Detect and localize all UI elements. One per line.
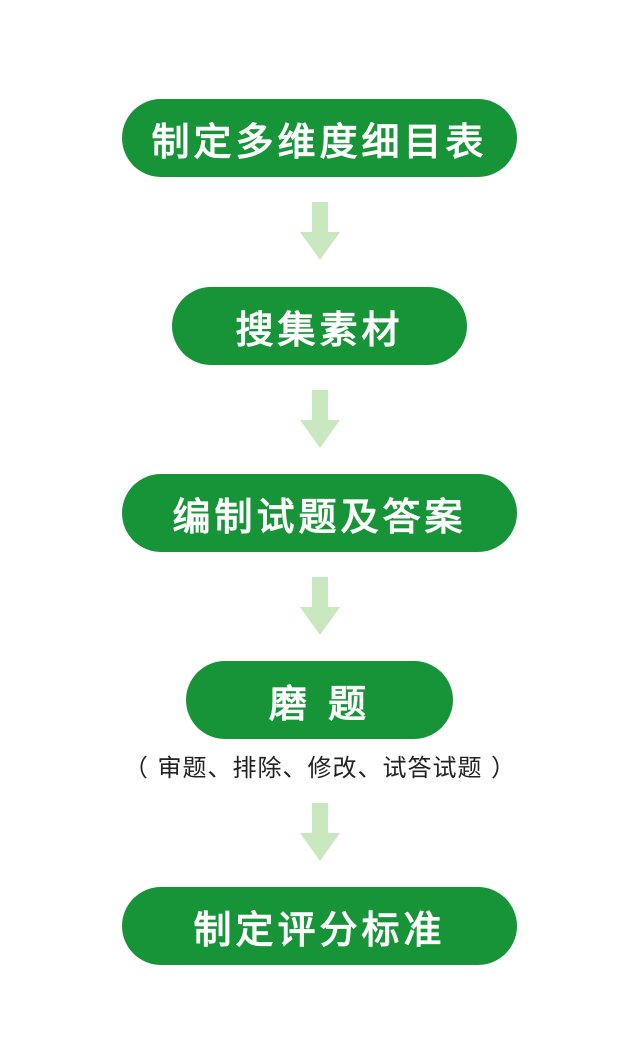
down-arrow-icon: [300, 803, 340, 861]
step-4-box: 磨 题: [186, 661, 453, 739]
down-arrow-icon: [300, 202, 340, 260]
step-4-label: 磨 题: [268, 681, 371, 726]
step-2-label: 搜集素材: [235, 307, 404, 352]
down-arrow-icon: [300, 577, 340, 635]
step-1-label: 制定多维度细目表: [151, 119, 488, 164]
step-4-note: （ 审题、排除、修改、试答试题 ）: [123, 754, 517, 782]
step-1-box: 制定多维度细目表: [122, 99, 517, 177]
step-3-box: 编制试题及答案: [122, 474, 517, 552]
step-5-label: 制定评分标准: [193, 907, 446, 952]
step-3-label: 编制试题及答案: [172, 494, 467, 539]
down-arrow-icon: [300, 390, 340, 448]
step-2-box: 搜集素材: [172, 287, 467, 365]
step-5-box: 制定评分标准: [122, 887, 517, 965]
